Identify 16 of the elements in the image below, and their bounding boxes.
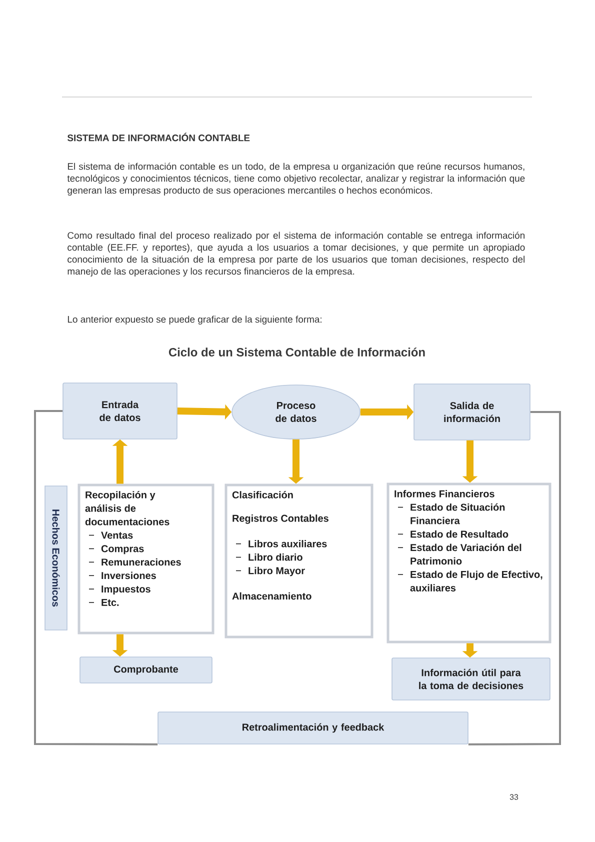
bottom-band: Retroalimentación y feedback bbox=[158, 712, 468, 744]
process-box: Salida de información bbox=[414, 384, 530, 440]
body-paragraph: Lo anterior expuesto se puede graficar de la siguiente forma: bbox=[68, 316, 322, 325]
side-band: Hechos Económicos bbox=[44, 486, 68, 630]
list-box: Clasificación Registros Contables Libros auxiliares Libro diario Libro Mayor Almacenamiento bbox=[224, 484, 374, 638]
connector-line bbox=[34, 410, 158, 746]
section-heading: SISTEMA DE INFORMACIÓN CONTABLE bbox=[67, 132, 250, 142]
process-box: Entrada de datos bbox=[62, 382, 178, 440]
label-box: Comprobante bbox=[80, 656, 212, 684]
label-box: Información útil para la toma de decisiones bbox=[392, 658, 550, 700]
connector-line bbox=[468, 411, 561, 746]
diagram-title: Ciclo de un Sistema Contable de Información bbox=[168, 348, 425, 356]
body-paragraph: Como resultado final del proceso realizado por el sistema de información contable se entrega información contable (EE.FF. y reportes), que ayuda a los usuarios a tomar decisiones, y que permite un apropiado conocimiento de la situación de la empresa por parte de los usuarios que toman decisiones, respecto del manejo de las operaciones y los recursos financieros de la empresa. bbox=[68, 232, 525, 276]
list-box: Informes Financieros Estado de Situación Financiera Estado de Resultado Estado de Variación del Patrimonio Estado de Flujo de Efectivo, auxiliares bbox=[386, 482, 552, 644]
list-box: Recopilación y análisis de documentaciones Ventas Compras Remuneraciones Inversiones Impuestos Etc. bbox=[78, 484, 214, 634]
body-paragraph: El sistema de información contable es un todo, de la empresa u organización que reúne recursos humanos, tecnológicos y conocimientos técnicos, tiene como objetivo recolectar, analizar y registrar la información que generan las empresas producto de sus operaciones mercantiles o hechos económicos. bbox=[67, 162, 525, 196]
